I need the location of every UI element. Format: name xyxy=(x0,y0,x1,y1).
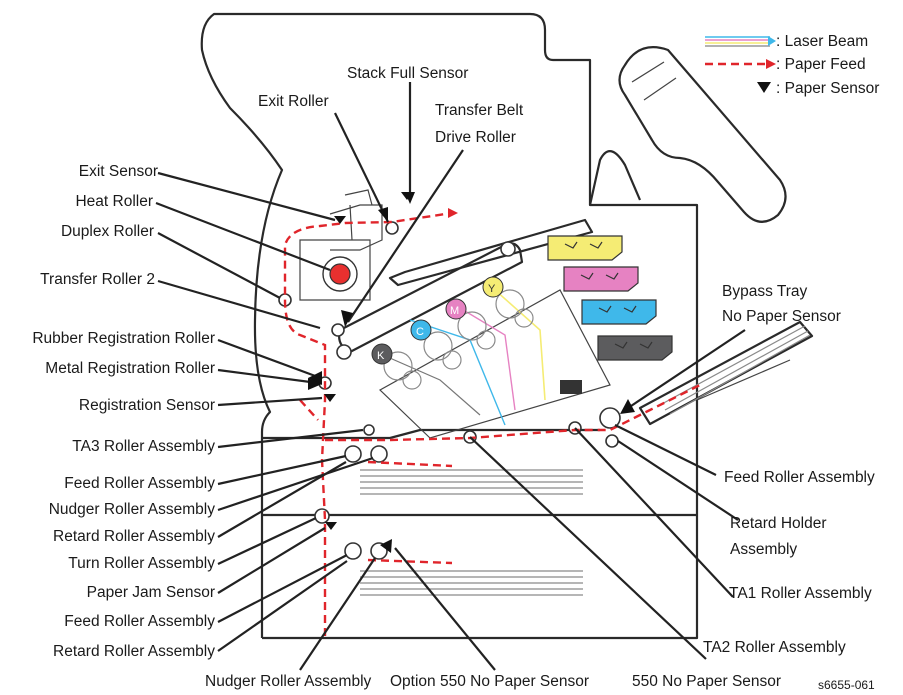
label-retard-holder: Retard Holder xyxy=(730,515,827,532)
label-bypass-tray: Bypass Tray xyxy=(722,283,808,300)
feed-roller-1 xyxy=(345,446,361,462)
figure-code: s6655-061 xyxy=(818,678,875,692)
feed-roller-2 xyxy=(345,543,361,559)
callout-labels: Stack Full Sensor Exit Roller Transfer B… xyxy=(32,65,875,692)
legend-laser-beam: : Laser Beam xyxy=(776,33,868,50)
belt-roller-upper xyxy=(501,242,515,256)
adf-arm xyxy=(620,47,786,222)
label-rubber-registration-roller: Rubber Registration Roller xyxy=(32,330,215,347)
paper-tray-2 xyxy=(360,571,583,595)
label-nudger-roller-assembly-2: Nudger Roller Assembly xyxy=(205,673,372,690)
label-550-no-paper-sensor: 550 No Paper Sensor xyxy=(632,673,781,690)
label-option-550-no-paper-sensor: Option 550 No Paper Sensor xyxy=(390,673,589,690)
ta3-roller xyxy=(364,425,374,435)
heat-roller xyxy=(330,264,350,284)
belt-roller-lower xyxy=(337,345,351,359)
toner-cartridges xyxy=(548,236,672,360)
leader-lines xyxy=(156,82,745,670)
transfer-roller-2 xyxy=(332,324,344,336)
polygon-motor xyxy=(560,380,582,394)
label-bypass-no-paper-sensor: No Paper Sensor xyxy=(722,308,841,325)
label-ta1-roller-assembly: TA1 Roller Assembly xyxy=(729,585,872,602)
fuser-unit xyxy=(300,240,370,300)
toner-m-label: M xyxy=(450,305,459,317)
laser-unit xyxy=(380,290,610,438)
legend: : Laser Beam : Paper Feed : Paper Sensor xyxy=(705,33,879,97)
label-drive-roller: Drive Roller xyxy=(435,129,516,146)
toner-k-label: K xyxy=(377,350,385,362)
label-ta2-roller-assembly: TA2 Roller Assembly xyxy=(703,639,846,656)
label-turn-roller-assembly: Turn Roller Assembly xyxy=(68,555,215,572)
label-duplex-roller: Duplex Roller xyxy=(61,223,154,240)
exit-roller xyxy=(386,222,398,234)
toner-y-label: Y xyxy=(488,283,496,295)
toner-cartridge-black xyxy=(598,336,672,360)
toner-c-label: C xyxy=(416,326,424,338)
label-exit-sensor: Exit Sensor xyxy=(79,163,158,180)
label-metal-registration-roller: Metal Registration Roller xyxy=(45,360,215,377)
legend-paper-sensor: : Paper Sensor xyxy=(776,80,879,97)
drum-unit-k: K xyxy=(372,344,421,389)
retard-holder-roller xyxy=(606,435,618,447)
label-ta3-roller-assembly: TA3 Roller Assembly xyxy=(72,438,215,455)
label-heat-roller: Heat Roller xyxy=(75,193,153,210)
legend-paper-feed-swatch xyxy=(705,59,776,69)
label-feed-roller-assembly-2: Feed Roller Assembly xyxy=(64,613,215,630)
drum-unit-c: C xyxy=(411,320,461,369)
label-retard-roller-assembly-1: Retard Roller Assembly xyxy=(53,528,215,545)
label-retard-roller-assembly-2: Retard Roller Assembly xyxy=(53,643,215,660)
label-feed-roller-assembly-right: Feed Roller Assembly xyxy=(724,469,875,486)
turn-roller xyxy=(315,509,329,523)
label-exit-roller: Exit Roller xyxy=(258,93,329,110)
label-paper-jam-sensor: Paper Jam Sensor xyxy=(87,584,215,601)
legend-paper-sensor-icon xyxy=(757,82,771,93)
legend-paper-feed: : Paper Feed xyxy=(776,56,866,73)
toner-cartridge-yellow xyxy=(548,236,622,260)
nudger-roller-1 xyxy=(371,446,387,462)
label-transfer-roller-2: Transfer Roller 2 xyxy=(40,271,155,288)
paper-sensors xyxy=(324,192,413,530)
toner-cartridge-cyan xyxy=(582,300,656,324)
label-registration-sensor: Registration Sensor xyxy=(79,397,215,414)
label-retard-holder-assembly: Assembly xyxy=(730,541,797,558)
label-transfer-belt: Transfer Belt xyxy=(435,102,524,119)
exit-sensor-marker xyxy=(334,216,346,224)
label-nudger-roller-assembly-1: Nudger Roller Assembly xyxy=(49,501,216,518)
legend-laser-beam-swatch xyxy=(705,36,776,46)
label-stack-full-sensor: Stack Full Sensor xyxy=(347,65,468,82)
paper-jam-sensor-marker xyxy=(325,522,337,530)
toner-cartridge-magenta xyxy=(564,267,638,291)
label-feed-roller-assembly-1: Feed Roller Assembly xyxy=(64,475,215,492)
